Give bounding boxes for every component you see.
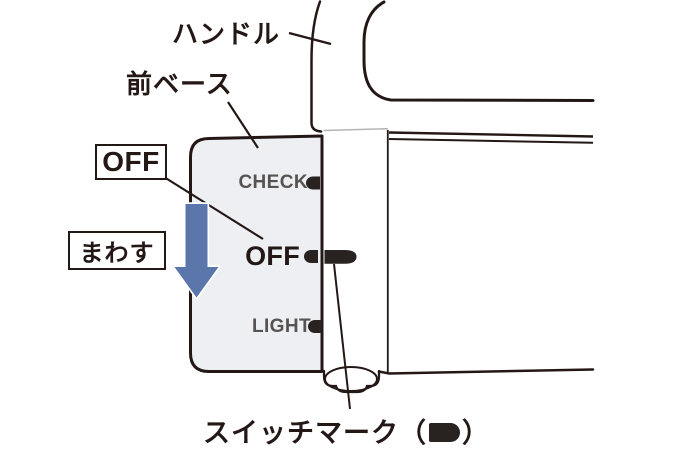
off-callout-box: OFF <box>95 144 167 180</box>
switch-mark-caption-suffix: ） <box>462 418 490 448</box>
body-bottom-line <box>377 368 595 375</box>
light-position-marker-icon <box>308 320 322 333</box>
switch-mark-icon <box>324 250 357 264</box>
body-top-line-upper <box>388 131 594 138</box>
off-position-marker-icon <box>304 250 318 263</box>
switch-mark-caption: スイッチマーク（ ） <box>203 411 490 450</box>
panel-position-check: CHECK <box>238 172 308 193</box>
switch-mark-caption-prefix: スイッチマーク（ <box>203 418 427 448</box>
panel-position-off: OFF <box>245 241 300 271</box>
switch-mark-caption-icon <box>429 422 460 442</box>
handle-leader-line <box>288 31 332 46</box>
turn-direction-arrow-icon <box>172 202 221 300</box>
turn-callout-box: まわす <box>68 231 166 270</box>
off-callout-label: OFF <box>102 146 160 177</box>
handle-edge-line <box>310 0 323 133</box>
body-top-line-lower <box>388 138 594 144</box>
switch-column-bottom-ellipse <box>324 366 378 392</box>
front-base-label: 前ベース <box>126 69 233 99</box>
handle-label: ハンドル <box>172 19 281 49</box>
front-base-panel <box>189 134 324 373</box>
switch-mark-leader-line <box>333 263 351 410</box>
turn-label: まわす <box>79 240 155 267</box>
front-base-leader-line <box>227 101 259 149</box>
off-callout-leader-line <box>163 176 264 240</box>
panel-position-light: LIGHT <box>252 316 311 337</box>
check-position-marker-icon <box>306 176 320 190</box>
switch-column-top-edge <box>323 127 389 132</box>
handle-outline <box>362 0 595 102</box>
